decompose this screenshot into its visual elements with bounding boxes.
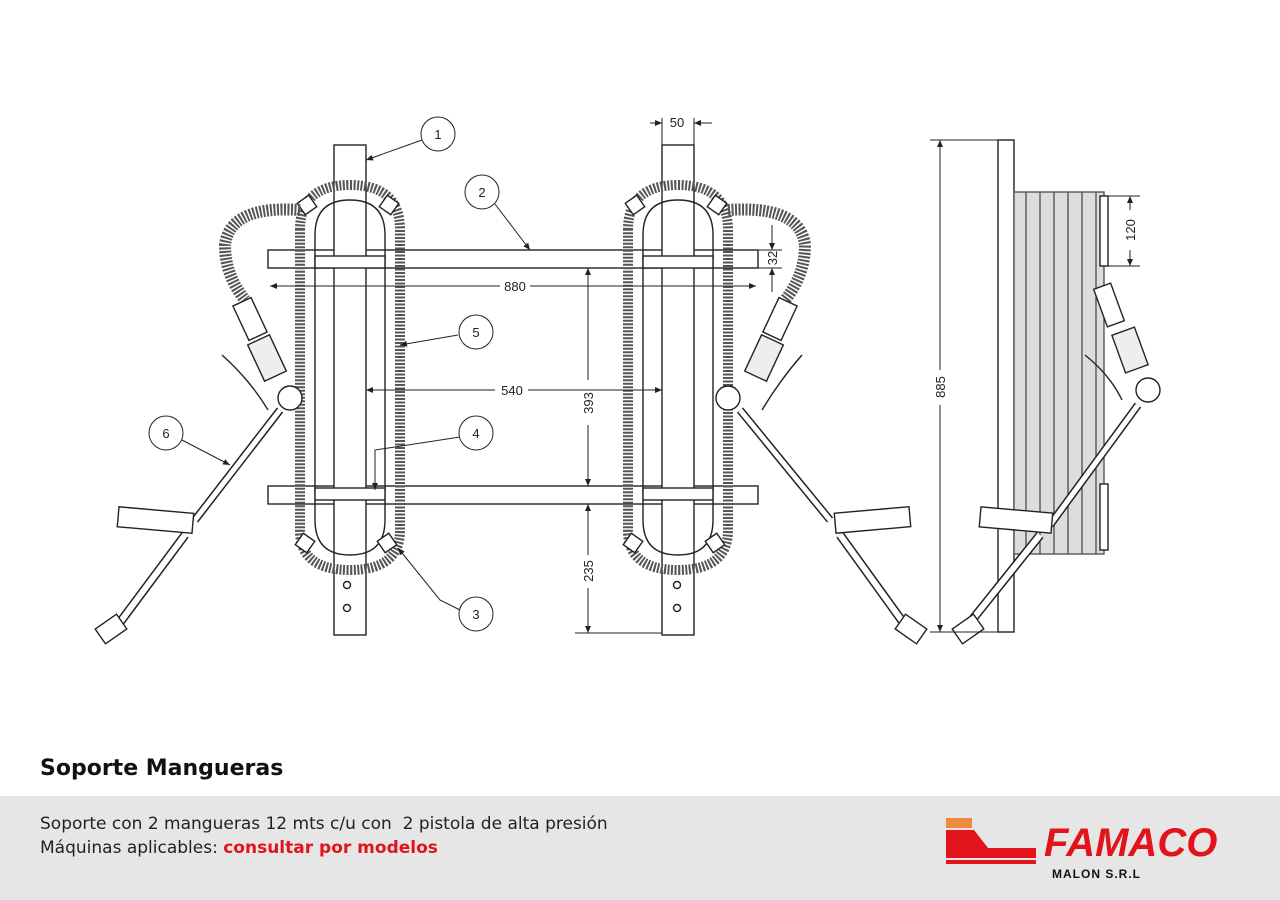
callouts [148,116,531,632]
callout-1: 1 [434,127,441,142]
dim-880: 880 [504,279,526,294]
applicable-machines: Máquinas aplicables: consultar por model… [40,838,438,858]
dim-540: 540 [501,383,523,398]
dim-50: 50 [670,115,684,130]
callout-2: 2 [478,185,485,200]
callout-6: 6 [162,426,169,441]
dimension-lines [270,118,782,634]
callout-5: 5 [472,325,479,340]
product-title: Soporte Mangueras [40,756,284,781]
dim-885: 885 [933,376,948,398]
logo-mark-icon [946,818,1036,864]
side-dimension-labels: 885 120 [933,219,1138,398]
technical-drawing: 880 540 393 235 32 50 1 2 3 4 5 6 [94,115,1161,645]
consult-models-link[interactable]: consultar por modelos [223,838,438,858]
brand-sub: MALON S.R.L [1052,867,1141,881]
front-view [94,144,928,645]
product-description: Soporte con 2 mangueras 12 mts c/u con 2… [40,814,608,834]
brand-name: FAMACO [1044,821,1217,865]
dim-120: 120 [1123,219,1138,241]
dimension-labels: 880 540 393 235 32 50 [501,115,780,582]
side-view [930,139,1161,645]
callout-3: 3 [472,607,479,622]
info-band [0,796,1280,900]
famaco-logo: FAMACO MALON S.R.L [946,818,1217,881]
dim-235: 235 [581,560,596,582]
callout-labels: 1 2 3 4 5 6 [162,127,485,622]
dim-32: 32 [765,251,780,265]
dim-393: 393 [581,392,596,414]
applicable-label: Máquinas aplicables: [40,838,218,858]
callout-4: 4 [472,426,479,441]
